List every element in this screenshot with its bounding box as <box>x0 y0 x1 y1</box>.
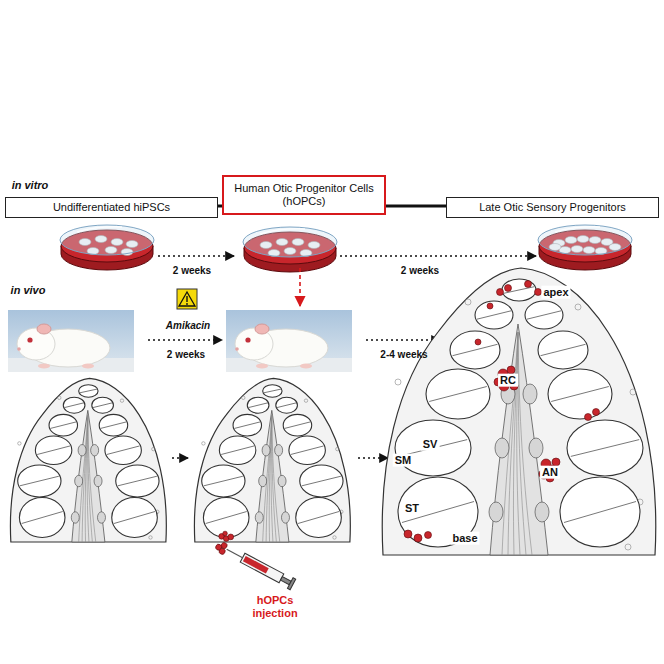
label-text: AN <box>542 466 558 478</box>
stage-box: Undifferentiated hiPSCs <box>5 197 218 218</box>
annotation-label: in vivo <box>11 284 46 297</box>
petri-dish <box>243 227 337 272</box>
label-text: 2 weeks <box>173 265 211 276</box>
structure-label: apex <box>541 286 570 299</box>
annotation-label: 2 weeks <box>167 349 205 361</box>
label-text: ST <box>405 502 419 514</box>
stage-box: Human Otic Progenitor Cells (hOPCs) <box>222 175 386 215</box>
time-arrow <box>358 457 388 458</box>
structure-label: RC <box>498 374 518 387</box>
label-text: Amikacin <box>166 320 210 331</box>
time-arrow <box>172 457 188 458</box>
syringe <box>214 539 296 591</box>
stage-label: Late Otic Sensory Progenitors <box>479 201 626 214</box>
petri-dish <box>538 225 632 270</box>
label-text: RC <box>500 374 516 386</box>
label-text: 2 weeks <box>167 349 205 360</box>
label-text: apex <box>543 286 568 298</box>
stage-label: Human Otic Progenitor Cells (hOPCs) <box>229 182 379 208</box>
time-arrow <box>158 255 234 256</box>
label-text: hOPCs injection <box>252 594 297 619</box>
label-text: base <box>452 532 477 544</box>
annotation-label: Amikacin <box>166 320 210 332</box>
annotation-label: in vitro <box>12 179 49 192</box>
time-arrow <box>366 339 440 340</box>
annotation-label: hOPCs injection <box>245 594 305 619</box>
structure-label: base <box>450 532 479 545</box>
structure-label: ST <box>403 502 421 515</box>
annotation-label: 2 weeks <box>173 265 211 277</box>
stage-box: Late Otic Sensory Progenitors <box>446 197 659 218</box>
stage-label: Undifferentiated hiPSCs <box>53 201 170 214</box>
annotation-label: 2-4 weeks <box>380 349 427 361</box>
structure-label: SV <box>421 438 440 451</box>
time-arrow <box>340 255 536 256</box>
hazard-sign <box>177 289 197 309</box>
label-text: 2 weeks <box>401 265 439 276</box>
structure-label: AN <box>540 466 560 479</box>
cochlea-section <box>10 378 166 542</box>
time-arrow <box>148 339 222 340</box>
label-text: 2-4 weeks <box>380 349 427 360</box>
label-text: SM <box>395 454 412 466</box>
cochlea-section <box>194 378 350 542</box>
label-text: in vivo <box>11 284 46 296</box>
structure-label: SM <box>393 454 414 467</box>
label-text: SV <box>423 438 438 450</box>
annotation-label: 2 weeks <box>401 265 439 277</box>
guinea-pig-photo <box>8 310 134 372</box>
label-text: in vitro <box>12 179 49 191</box>
petri-dish <box>60 225 154 270</box>
cochlea-section-large <box>382 268 656 555</box>
guinea-pig-photo <box>226 310 352 372</box>
timeline-bar <box>386 205 446 208</box>
time-arrow <box>299 268 301 306</box>
